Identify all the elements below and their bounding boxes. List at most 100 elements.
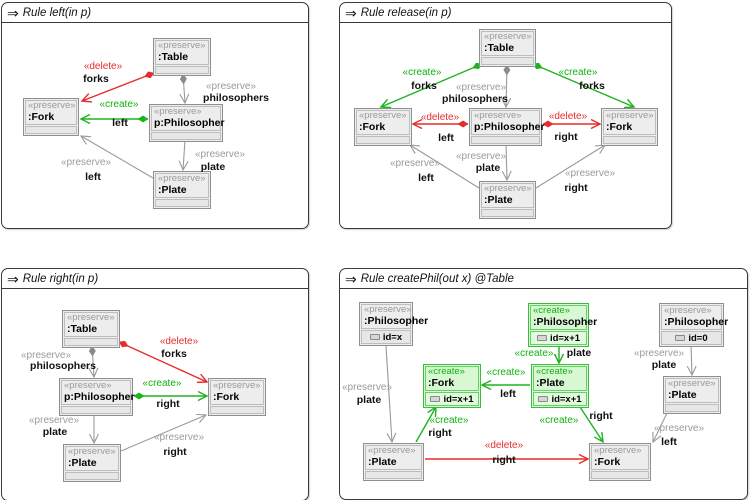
edge-label-plate: plate bbox=[651, 359, 677, 371]
rule-arrow-icon: ⇒ bbox=[345, 270, 357, 287]
edge-preserve-philosophers[interactable] bbox=[88, 345, 99, 379]
node-stereotype: «preserve» bbox=[368, 445, 416, 456]
node-stereotype: «preserve» bbox=[664, 305, 712, 316]
edge-create-forks-left[interactable] bbox=[381, 64, 482, 107]
node-stereotype: «preserve» bbox=[359, 110, 407, 121]
edge-preserve-left[interactable] bbox=[408, 144, 480, 189]
node-stereotype: «create» bbox=[533, 305, 570, 316]
edge-preserve-plate[interactable] bbox=[501, 143, 512, 182]
node-table[interactable]: «preserve»:Table bbox=[153, 38, 211, 76]
rule-title-bar: ⇒ Rule left(in p) bbox=[2, 3, 308, 23]
node-philosopher-created[interactable]: «create»:Philosopher id=x+1 bbox=[528, 303, 597, 347]
node-attribute-row: id=x+1 bbox=[425, 392, 479, 406]
node-plate-created[interactable]: «create»:Plate id=x+1 bbox=[531, 364, 589, 408]
node-fork-bottom[interactable]: «preserve»:Fork bbox=[589, 443, 651, 481]
edge-label-preserve: «preserve» bbox=[20, 350, 72, 361]
edge-delete-forks[interactable] bbox=[82, 73, 154, 101]
node-compartment bbox=[603, 136, 656, 144]
attribute-icon bbox=[536, 335, 547, 341]
edge-preserve-plate-right[interactable] bbox=[686, 344, 697, 377]
node-table[interactable]: «preserve»:Table bbox=[62, 310, 120, 348]
rule-body: «preserve»:Philosopher id=x «create»:Phi… bbox=[340, 289, 747, 499]
node-stereotype: «preserve» bbox=[154, 106, 202, 117]
rule-title: Rule createPhil(out x) @Table bbox=[360, 272, 514, 285]
node-plate[interactable]: «preserve»:Plate bbox=[63, 444, 121, 482]
edge-label-create: «create» bbox=[142, 378, 182, 389]
rule-panel-right[interactable]: ⇒ Rule right(in p) «preserve»:Table «pre… bbox=[1, 268, 309, 500]
node-stereotype: «preserve» bbox=[68, 446, 116, 457]
rule-panel-left[interactable]: ⇒ Rule left(in p) «preserve»:Table «pres… bbox=[1, 2, 309, 229]
node-attribute-row: id=x+1 bbox=[533, 392, 587, 406]
edge-label-left: left bbox=[500, 388, 516, 400]
edge-label-forks: forks bbox=[161, 348, 187, 360]
node-fork-right[interactable]: «preserve»:Fork bbox=[601, 108, 658, 146]
node-plate[interactable]: «preserve»:Plate bbox=[479, 181, 536, 219]
edge-preserve-philosophers[interactable] bbox=[501, 64, 512, 109]
rule-arrow-icon: ⇒ bbox=[345, 4, 357, 21]
edge-label-delete: «delete» bbox=[420, 112, 460, 123]
node-compartment bbox=[481, 57, 534, 65]
edge-label-preserve: «preserve» bbox=[633, 348, 685, 359]
node-stereotype: «preserve» bbox=[213, 380, 261, 391]
node-compartment bbox=[471, 136, 540, 144]
node-philosopher[interactable]: «preserve»p:Philosopher bbox=[469, 108, 545, 146]
node-fork-left[interactable]: «preserve»:Fork bbox=[354, 108, 412, 146]
edge-preserve-right[interactable] bbox=[120, 413, 208, 452]
node-philosopher[interactable]: «preserve»p:Philosopher bbox=[59, 378, 135, 416]
edge-label-plate: plate bbox=[200, 161, 226, 173]
node-fork-created[interactable]: «create»:Fork id=x+1 bbox=[423, 364, 481, 408]
node-stereotype: «create» bbox=[428, 366, 465, 377]
node-fork[interactable]: «preserve»:Fork bbox=[208, 378, 266, 416]
edge-label-left: left bbox=[418, 172, 434, 184]
rule-panel-createphil[interactable]: ⇒ Rule createPhil(out x) @Table «preserv… bbox=[339, 268, 748, 500]
edge-label-right: right bbox=[589, 410, 613, 422]
node-attribute: id=0 bbox=[688, 332, 708, 344]
attribute-icon bbox=[538, 396, 549, 402]
edge-preserve-right[interactable] bbox=[535, 144, 607, 189]
edge-preserve-plate[interactable] bbox=[178, 139, 189, 172]
node-stereotype: «preserve» bbox=[158, 40, 206, 51]
node-philosopher[interactable]: «preserve»p:Philosopher bbox=[149, 104, 225, 142]
edge-label-right: right bbox=[156, 398, 180, 410]
rule-title-bar: ⇒ Rule createPhil(out x) @Table bbox=[340, 269, 747, 289]
edge-label-left: left bbox=[85, 171, 101, 183]
edge-create-right-1[interactable] bbox=[415, 407, 436, 443]
edge-label-right: right bbox=[163, 446, 187, 458]
edge-label-preserve: «preserve» bbox=[389, 158, 441, 169]
node-name: p:Philosopher bbox=[154, 117, 225, 129]
rule-title: Rule right(in p) bbox=[22, 272, 99, 285]
node-stereotype: «preserve» bbox=[594, 445, 642, 456]
edge-create-forks-right[interactable] bbox=[533, 64, 634, 107]
node-philosopher-id-0[interactable]: «preserve»:Philosopher id=0 bbox=[659, 303, 728, 347]
node-compartment bbox=[61, 406, 131, 414]
node-stereotype: «preserve» bbox=[668, 378, 716, 389]
edge-label-create: «create» bbox=[429, 415, 469, 426]
node-name: :Plate bbox=[68, 457, 97, 469]
node-attribute: id=x bbox=[382, 331, 403, 343]
node-plate[interactable]: «preserve»:Plate bbox=[153, 171, 211, 209]
node-compartment bbox=[365, 471, 422, 479]
node-table[interactable]: «preserve»:Table bbox=[479, 29, 536, 67]
edge-preserve-left[interactable] bbox=[79, 135, 154, 179]
node-name: p:Philosopher bbox=[474, 121, 545, 133]
node-fork[interactable]: «preserve»:Fork bbox=[23, 98, 79, 136]
edge-label-right: right bbox=[492, 454, 516, 466]
edge-label-delete: «delete» bbox=[83, 61, 123, 72]
rule-body: «preserve»:Table «preserve»:Fork «preser… bbox=[340, 23, 671, 228]
rule-panel-release[interactable]: ⇒ Rule release(in p) «preserve»:Table «p… bbox=[339, 2, 672, 229]
edge-create-right-2[interactable] bbox=[579, 406, 603, 442]
edge-delete-forks[interactable] bbox=[119, 342, 207, 382]
node-plate-right[interactable]: «preserve»:Plate bbox=[663, 376, 721, 414]
node-plate-bottom[interactable]: «preserve»:Plate bbox=[363, 443, 424, 481]
edge-label-create: «create» bbox=[539, 415, 579, 426]
edge-label-preserve: «preserve» bbox=[28, 415, 80, 426]
edge-label-create: «create» bbox=[402, 67, 442, 78]
node-name: :Plate bbox=[536, 377, 565, 389]
edge-label-create: «create» bbox=[558, 67, 598, 78]
edge-preserve-left[interactable] bbox=[652, 412, 668, 444]
edge-preserve-philosophers[interactable] bbox=[179, 73, 190, 105]
edge-preserve-plate-left[interactable] bbox=[385, 345, 397, 444]
node-philosopher-id-x[interactable]: «preserve»:Philosopher id=x bbox=[359, 302, 428, 346]
edge-label-right: right bbox=[564, 182, 588, 194]
